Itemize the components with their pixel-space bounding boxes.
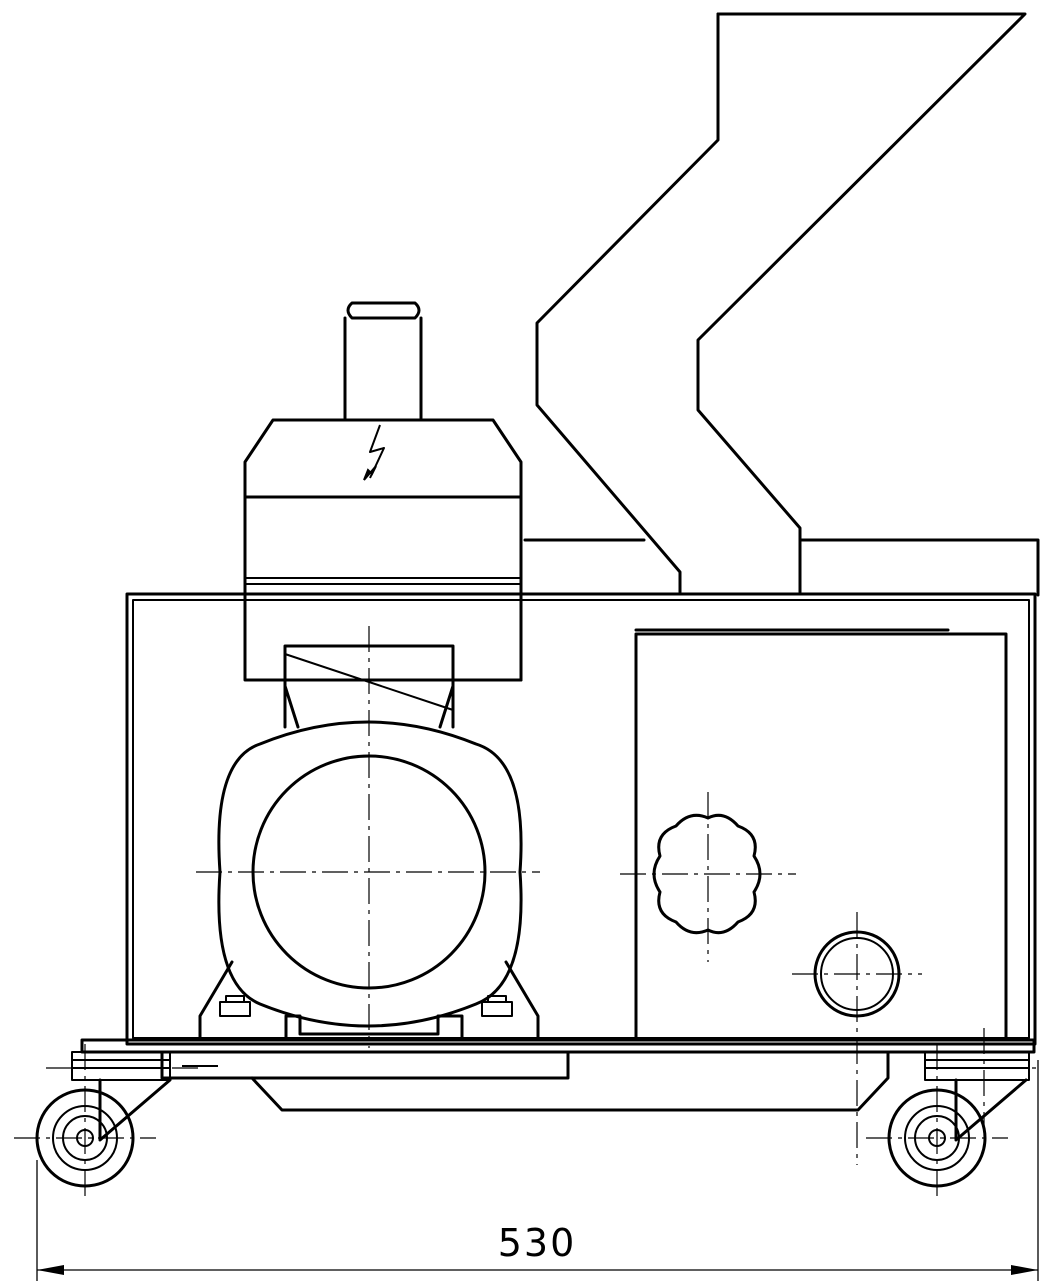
left-caster-wheel	[14, 1044, 200, 1196]
right-caster-wheel	[866, 1028, 1040, 1196]
switch-housing	[243, 301, 523, 682]
electric-motor	[196, 626, 540, 1048]
rear-housing	[523, 538, 1040, 597]
hopper-chute	[535, 12, 1027, 594]
width-dimension: 530	[36, 1060, 1039, 1281]
star-knob-icon	[620, 792, 796, 962]
high-voltage-icon	[363, 424, 385, 481]
main-frame	[125, 592, 1037, 1046]
base-plate	[80, 1038, 1036, 1112]
width-dimension-label: 530	[498, 1221, 577, 1265]
